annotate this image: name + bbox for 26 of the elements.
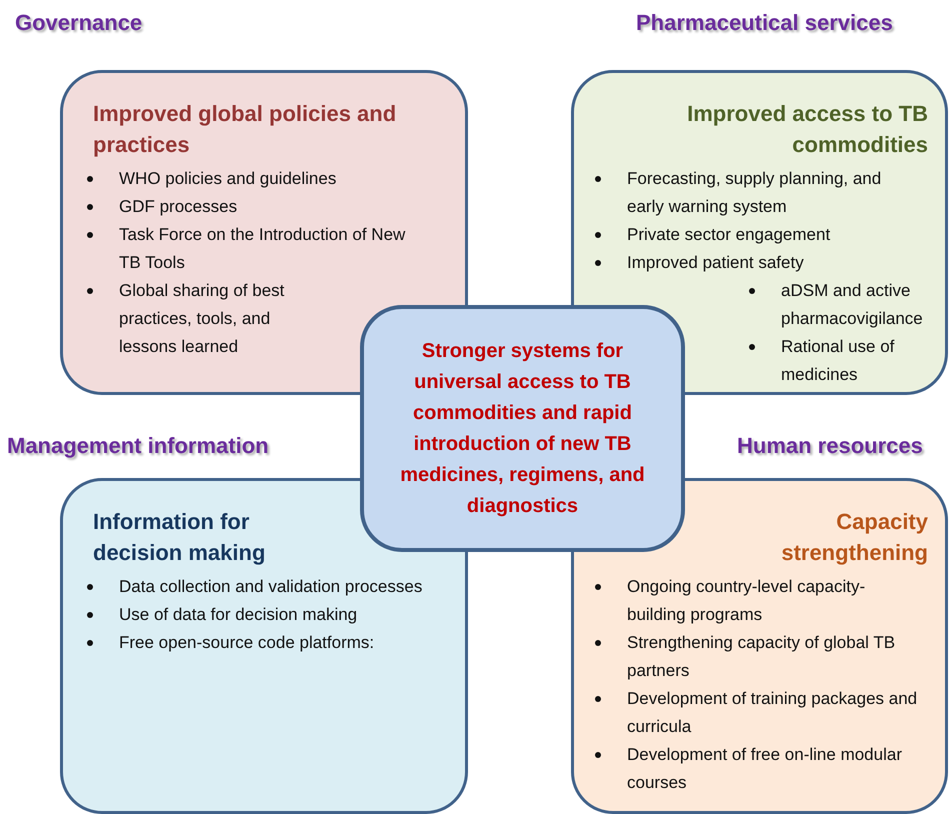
bullet-item: WHO policies and guidelines <box>80 165 419 193</box>
sub-bullet-item: Rational use of medicines <box>742 333 941 389</box>
bullet-item: Private sector engagement <box>588 221 917 249</box>
section-title: Human resources <box>737 433 923 459</box>
bullet-item: Strengthening capacity of global TB partners <box>588 629 922 685</box>
section-title: Governance <box>15 10 142 36</box>
section-title: Pharmaceutical services <box>636 10 893 36</box>
bullet-item: Development of free on-line modular courses <box>588 741 922 797</box>
bullet-item: Free open-source code platforms: <box>80 629 439 657</box>
bullet-item: Data collection and validation processes <box>80 573 439 601</box>
box-heading: Capacity strengthening <box>780 508 928 567</box>
sub-bullet-item: aDSM and active pharmacovigilance <box>742 277 941 333</box>
box-heading: Information for decision making <box>93 508 266 567</box>
center-text: Stronger systems for universal access to TB commodities and rapid introduction of new TB medicines, regimens, and diagnostics <box>399 338 646 518</box>
box-heading: Improved global policies and practices <box>93 100 398 159</box>
bullet-item: Use of data for decision making <box>80 601 439 629</box>
bullet-item: Ongoing country-level capacity-building programs <box>588 573 922 629</box>
center-box <box>360 305 685 552</box>
bullet-item: Global sharing of best practices, tools, and lessons learned <box>80 277 324 361</box>
box-heading: Improved access to TB commodities <box>686 100 928 159</box>
bullet-item: Forecasting, supply planning, and early warning system <box>588 165 917 221</box>
bullet-item: Development of training packages and curricula <box>588 685 922 741</box>
section-title: Management information <box>7 433 269 459</box>
bullet-item: Task Force on the Introduction of New TB Tools <box>80 221 419 277</box>
bullet-item: GDF processes <box>80 193 419 221</box>
bullet-item: Improved patient safety <box>588 249 917 277</box>
